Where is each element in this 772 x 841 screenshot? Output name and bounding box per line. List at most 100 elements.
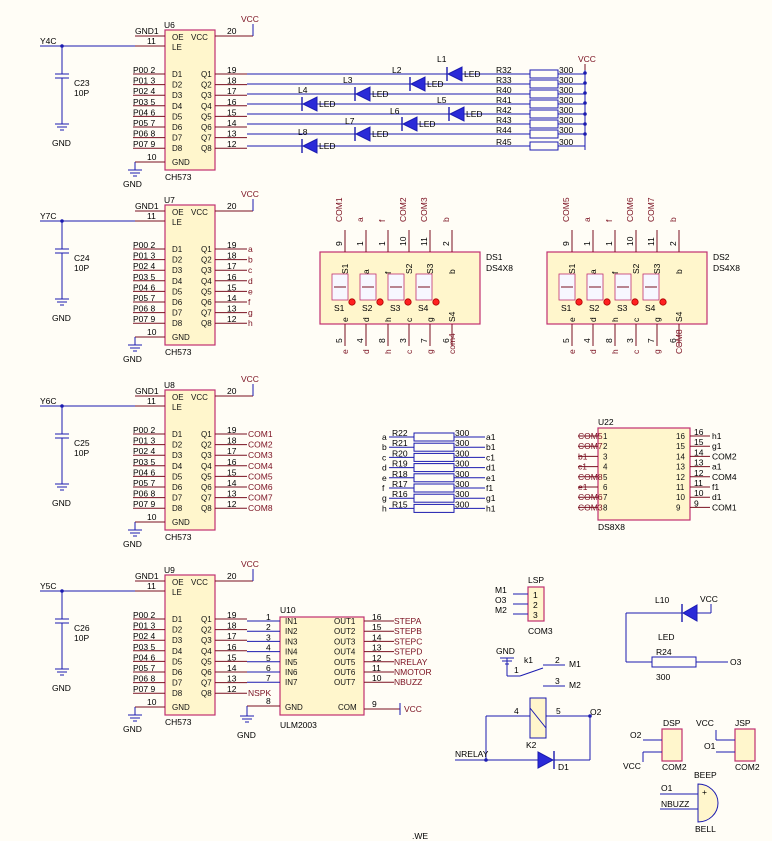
cap-value: 10P bbox=[74, 88, 89, 98]
pin-gnd: GND bbox=[172, 333, 190, 342]
matrix-left-net: c1 bbox=[578, 462, 587, 472]
output-pin-number: 15 bbox=[227, 107, 237, 117]
resistor-body bbox=[529, 79, 559, 89]
output-pin-number: 13 bbox=[227, 489, 237, 499]
seg-out: d1 bbox=[486, 463, 496, 473]
display-bottom-pin: 6 bbox=[441, 338, 451, 343]
seg-res-body bbox=[413, 503, 455, 513]
dsp-net: O2 bbox=[630, 730, 642, 740]
led-ref: L2 bbox=[392, 65, 402, 75]
pin-d: D6 bbox=[172, 668, 183, 677]
matrix-right-pin: 15 bbox=[694, 437, 704, 447]
matrix-left-pin: 7 bbox=[603, 493, 608, 502]
driver-out-pin: 15 bbox=[372, 622, 382, 632]
driver-ref: U10 bbox=[280, 605, 296, 615]
latch-gnd: GND bbox=[123, 539, 142, 549]
pin-oe: OE bbox=[172, 33, 184, 42]
pin-q: Q1 bbox=[201, 245, 212, 254]
driver-out-label: OUT3 bbox=[334, 637, 356, 646]
matrix-right-pin-inner: 14 bbox=[676, 452, 685, 461]
lsp-ref: LSP bbox=[528, 575, 544, 585]
driver-out-label: OUT6 bbox=[334, 668, 356, 677]
input-label: P01 3 bbox=[133, 436, 155, 446]
pin-vcc: VCC bbox=[191, 208, 208, 217]
vcc-label: VCC bbox=[241, 559, 259, 569]
relay-k2: GND k1 1 2 3 M1 M2 4 5 O2 K2 D1 NRELAY bbox=[455, 646, 602, 772]
led10-net: O3 bbox=[730, 657, 742, 667]
driver-in-label: IN6 bbox=[285, 668, 298, 677]
seg-res-value: 300 bbox=[455, 459, 469, 469]
seg-res-ref: R20 bbox=[392, 448, 408, 458]
output-net: b bbox=[248, 255, 253, 265]
display-top-pin: 2 bbox=[668, 241, 678, 246]
gnd-pin-number: 10 bbox=[147, 697, 157, 707]
display-top-pin: 1 bbox=[582, 241, 592, 246]
pin-q: Q4 bbox=[201, 277, 212, 286]
seg-in: g bbox=[382, 493, 387, 503]
seg-res-ref: R16 bbox=[392, 489, 408, 499]
matrix-left-pin: 2 bbox=[603, 442, 608, 451]
display-bottom-inner: e bbox=[340, 317, 350, 322]
matrix-right-net: COM2 bbox=[712, 451, 737, 461]
relay-nrelay: NRELAY bbox=[455, 749, 489, 759]
driver-com-label: COM bbox=[338, 703, 357, 712]
pin-d: D3 bbox=[172, 266, 183, 275]
pin-le: LE bbox=[172, 43, 182, 52]
seg-res-value: 300 bbox=[455, 438, 469, 448]
pin-q: Q6 bbox=[201, 668, 212, 677]
matrix-right-pin: 9 bbox=[694, 498, 699, 508]
driver-out-net: NRELAY bbox=[394, 657, 428, 667]
le-pin-number: 11 bbox=[147, 396, 156, 406]
seg-in: d bbox=[382, 463, 387, 473]
pin-d: D4 bbox=[172, 102, 183, 111]
output-net: COM1 bbox=[248, 429, 273, 439]
buzzer-plus: + bbox=[702, 787, 707, 797]
resistor-ref: R44 bbox=[496, 125, 512, 135]
latch-ref: U7 bbox=[164, 195, 175, 205]
decimal-point bbox=[659, 298, 667, 306]
pin-d: D5 bbox=[172, 657, 183, 666]
pin-q: Q5 bbox=[201, 472, 212, 481]
latch-part: CH573 bbox=[165, 172, 192, 182]
output-pin-number: 12 bbox=[227, 684, 237, 694]
resistor-ref: R40 bbox=[496, 85, 512, 95]
footer-label: .WE bbox=[412, 831, 428, 841]
input-label: P00 2 bbox=[133, 240, 155, 250]
pin-q: Q1 bbox=[201, 615, 212, 624]
digit-label: S2 bbox=[589, 303, 600, 313]
latch-ref: U9 bbox=[164, 565, 175, 575]
pin-d: D1 bbox=[172, 70, 183, 79]
input-label: P03 5 bbox=[133, 457, 155, 467]
resistor-value: 300 bbox=[559, 75, 573, 85]
display-bottom-inner: h bbox=[610, 317, 620, 322]
driver-out-label: OUT4 bbox=[334, 648, 356, 657]
dsp-part: COM2 bbox=[662, 762, 687, 772]
le-pin-number: 11 bbox=[147, 211, 156, 221]
decimal-point bbox=[631, 298, 639, 306]
digit-label: S1 bbox=[334, 303, 345, 313]
display-top-pin: 9 bbox=[334, 241, 344, 246]
buzzer-net-nbuzz: NBUZZ bbox=[661, 799, 689, 809]
display-top-net: a bbox=[582, 217, 592, 222]
pin-q: Q4 bbox=[201, 647, 212, 656]
matrix-left-net: COM3 bbox=[578, 502, 603, 512]
output-pin-number: 19 bbox=[227, 425, 237, 435]
pin-le: LE bbox=[172, 403, 182, 412]
le-net: Y6C bbox=[40, 396, 57, 406]
cap-ref: C26 bbox=[74, 623, 90, 633]
seg-out: c1 bbox=[486, 452, 495, 462]
decimal-point bbox=[432, 298, 440, 306]
driver-in-pin: 7 bbox=[266, 673, 271, 683]
pin-q: Q2 bbox=[201, 256, 212, 265]
resistor-ref: R33 bbox=[496, 75, 512, 85]
display-top-net: COM6 bbox=[625, 197, 635, 222]
pin-d: D8 bbox=[172, 689, 183, 698]
input-label: P06 8 bbox=[133, 674, 155, 684]
display-bottom-pin: 3 bbox=[625, 338, 635, 343]
led-ref: L6 bbox=[390, 106, 400, 116]
matrix-right-pin-inner: 16 bbox=[676, 432, 685, 441]
matrix-left-net: COM7 bbox=[578, 441, 603, 451]
display-bottom-pin: 8 bbox=[377, 338, 387, 343]
